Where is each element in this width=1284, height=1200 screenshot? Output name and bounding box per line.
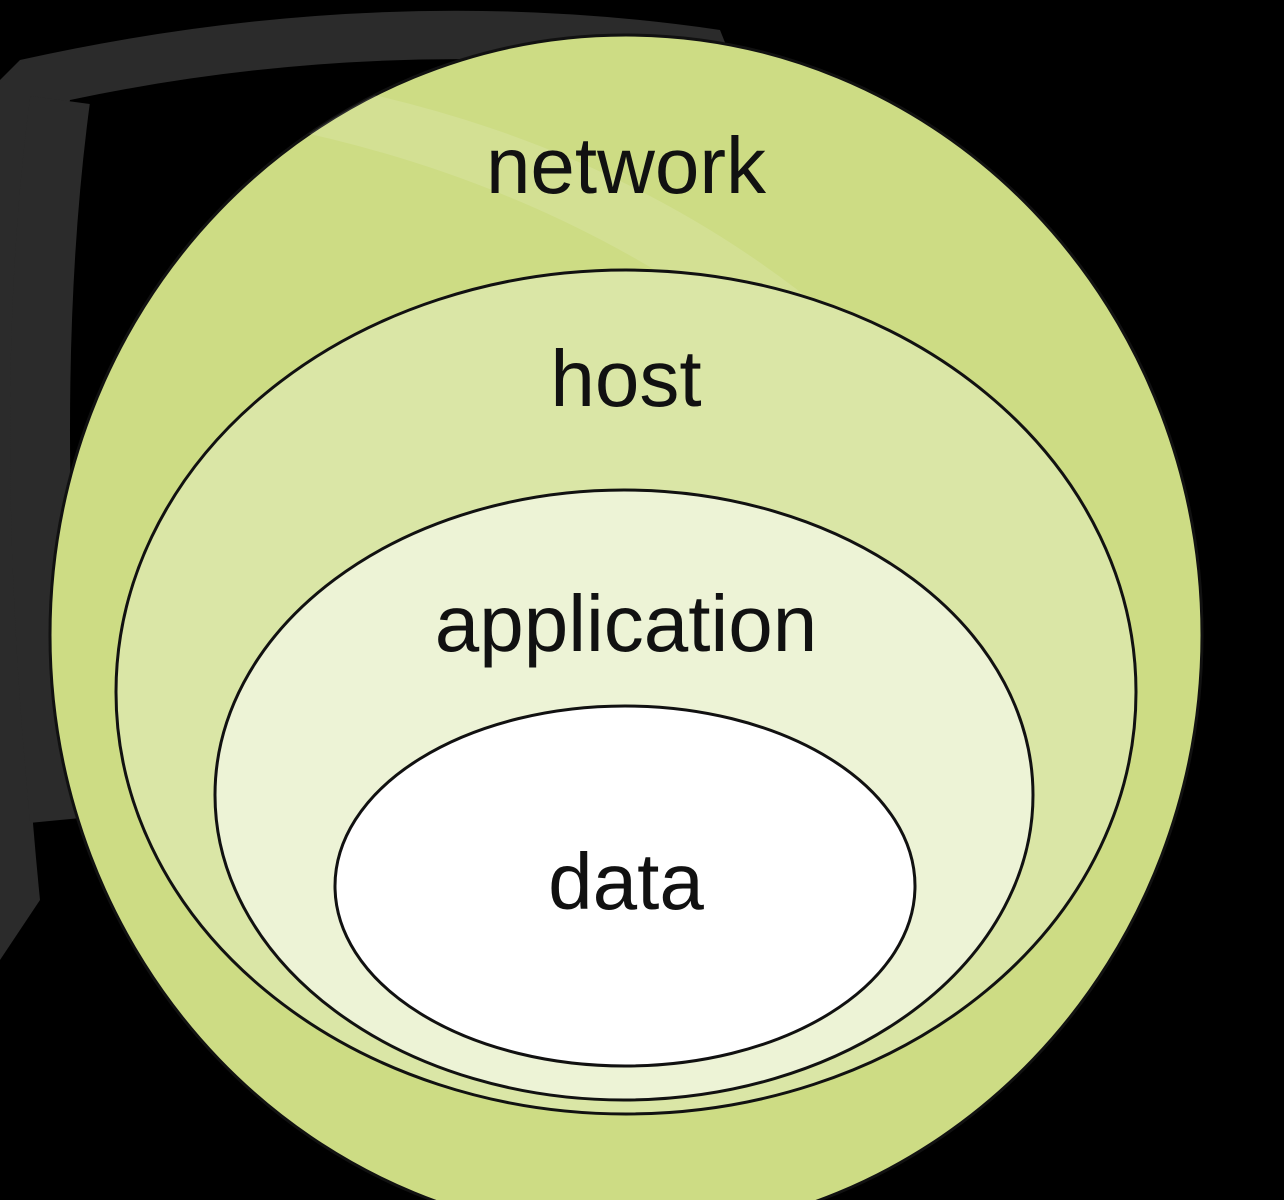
data-label: data bbox=[548, 837, 704, 926]
data-layer bbox=[333, 704, 917, 1068]
network-label: network bbox=[486, 121, 767, 210]
host-label: host bbox=[550, 334, 701, 423]
background-arc bbox=[10, 96, 90, 823]
application-label: application bbox=[435, 579, 818, 668]
